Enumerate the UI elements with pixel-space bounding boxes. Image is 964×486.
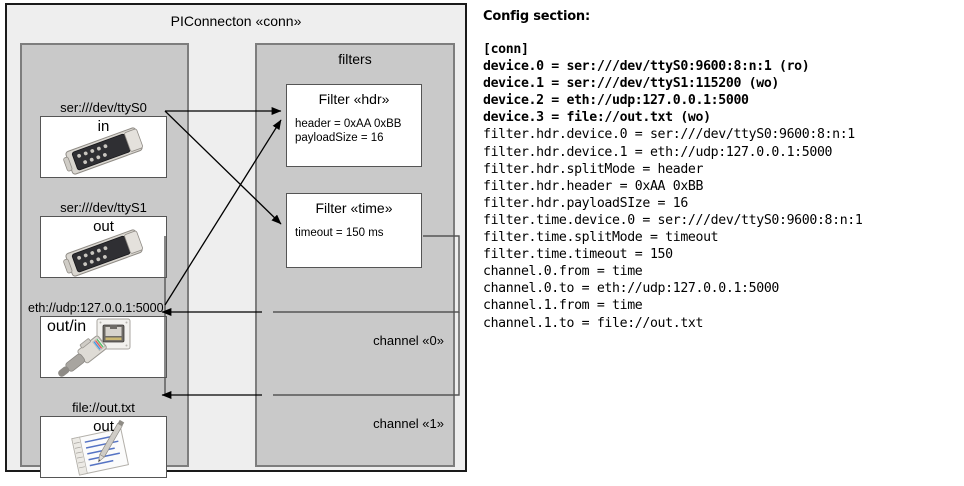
config-line: device.0 = ser:///dev/ttyS0:9600:8:n:1 (… <box>483 59 810 75</box>
channel-1-label: channel «1» <box>373 416 444 431</box>
filter-props-hdr: header = 0xAA 0xBB payloadSize = 16 <box>287 117 421 145</box>
device-node-ttys1[interactable]: ser:///dev/ttyS1 out <box>40 200 167 278</box>
config-line: device.3 = file://out.txt (wo) <box>483 110 711 126</box>
device-box-ttys0[interactable]: in <box>40 116 167 178</box>
device-box-file[interactable]: out <box>40 416 167 478</box>
device-direction-label: out <box>93 218 114 235</box>
filters-panel-title: filters <box>338 51 372 67</box>
config-line: channel.0.from = time <box>483 264 643 280</box>
devices-panel: ser:///dev/ttyS0 in <box>20 43 189 478</box>
config-section-heading: Config section: <box>483 9 590 24</box>
config-line: filter.hdr.device.1 = eth://udp:127.0.0.… <box>483 144 833 160</box>
device-label-ttys1: ser:///dev/ttyS1 <box>60 200 147 215</box>
filter-prop: timeout = 150 ms <box>295 227 384 239</box>
config-line: channel.0.to = eth://udp:127.0.0.1:5000 <box>483 281 779 297</box>
filter-prop: payloadSize = 16 <box>295 132 384 144</box>
config-line: filter.time.splitMode = timeout <box>483 230 719 246</box>
device-direction-label: in <box>97 118 110 135</box>
filter-prop: header = 0xAA 0xBB <box>295 118 402 130</box>
serial-port-icon <box>41 117 166 177</box>
device-node-ethernet[interactable]: eth://udp:127.0.0.1:5000 out/in <box>28 300 167 378</box>
config-line: filter.time.device.0 = ser:///dev/ttyS0:… <box>483 212 863 228</box>
connector-diagram-frame: PIConnecton «conn» ser:///dev/ttyS0 in <box>5 3 467 478</box>
device-label-ttys0: ser:///dev/ttyS0 <box>60 100 147 115</box>
device-direction-label: out/in <box>47 318 87 335</box>
channel-0-label: channel «0» <box>373 333 444 348</box>
ethernet-jack-icon <box>41 317 166 377</box>
filters-panel: filters Filter «hdr» header = 0xAA 0xBB … <box>255 43 455 467</box>
device-node-ttys0[interactable]: ser:///dev/ttyS0 in <box>40 100 167 178</box>
config-line: channel.1.from = time <box>483 298 643 314</box>
config-section-body: [conn] device.0 = ser:///dev/ttyS0:9600:8… <box>483 41 959 332</box>
serial-port-icon <box>41 217 166 277</box>
config-line: channel.1.to = file://out.txt <box>483 315 704 331</box>
device-box-ttys1[interactable]: out <box>40 216 167 278</box>
text-file-icon <box>41 417 166 477</box>
config-line: device.2 = eth://udp:127.0.0.1:5000 <box>483 93 749 109</box>
device-direction-label: out <box>93 418 114 435</box>
device-label-file: file://out.txt <box>72 400 135 415</box>
config-line: filter.hdr.header = 0xAA 0xBB <box>483 178 704 194</box>
config-line: filter.hdr.device.0 = ser:///dev/ttyS0:9… <box>483 127 855 143</box>
config-line: filter.time.timeout = 150 <box>483 247 673 263</box>
config-line: device.1 = ser:///dev/ttyS1:115200 (wo) <box>483 76 779 92</box>
filter-title-hdr: Filter «hdr» <box>318 91 390 107</box>
filter-box-hdr[interactable]: Filter «hdr» header = 0xAA 0xBB payloadS… <box>286 84 422 167</box>
device-box-ethernet[interactable]: out/in <box>40 316 167 378</box>
device-node-file[interactable]: file://out.txt out <box>40 400 167 478</box>
filter-title-time: Filter «time» <box>315 200 393 216</box>
device-label-ethernet: eth://udp:127.0.0.1:5000 <box>28 301 164 315</box>
config-line: [conn] <box>483 42 529 57</box>
diagram-title: PIConnecton «conn» <box>170 13 302 29</box>
filter-props-time: timeout = 150 ms <box>287 226 421 240</box>
filter-box-time[interactable]: Filter «time» timeout = 150 ms <box>286 193 422 268</box>
config-section: Config section: [conn] device.0 = ser:///… <box>483 8 959 332</box>
config-line: filter.hdr.payloadSIze = 16 <box>483 195 688 211</box>
config-line: filter.hdr.splitMode = header <box>483 161 704 177</box>
